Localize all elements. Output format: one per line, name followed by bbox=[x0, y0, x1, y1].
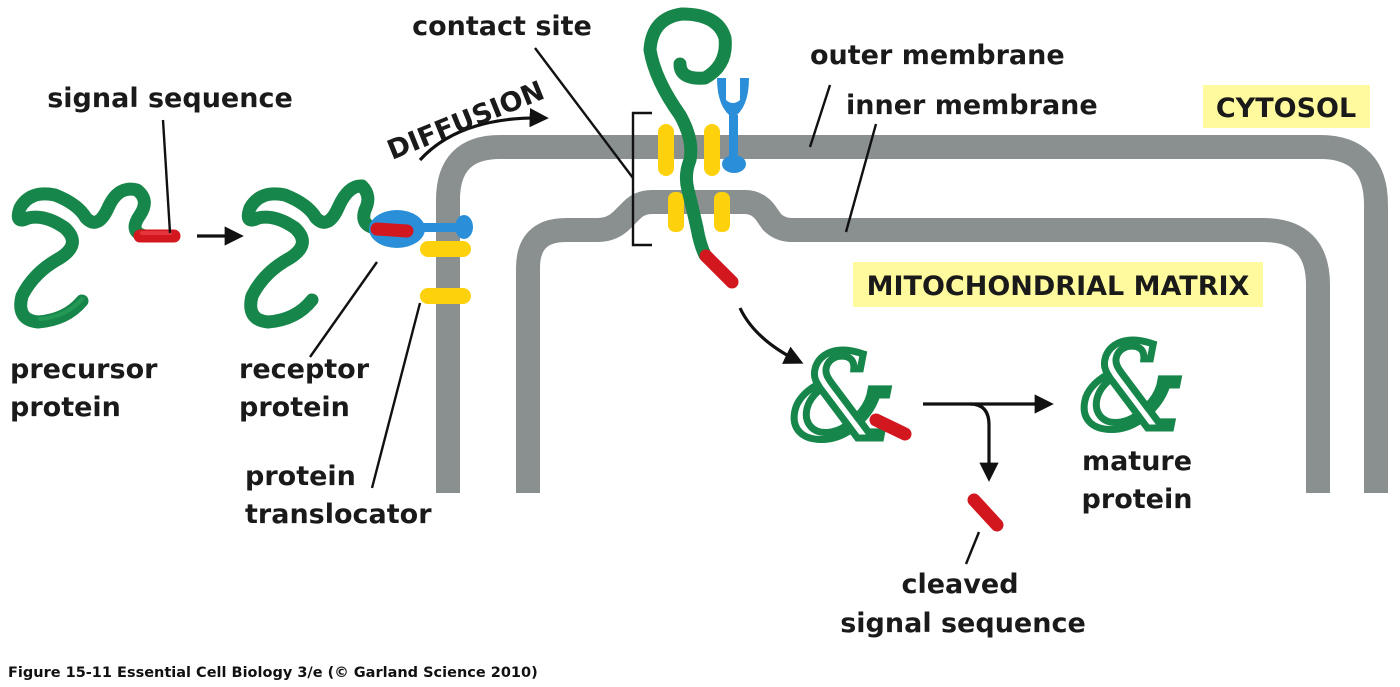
protein-translocator-label-2: translocator bbox=[245, 499, 432, 530]
mitochondrial-matrix-label: MITOCHONDRIAL MATRIX bbox=[867, 271, 1250, 302]
inner-membrane-leader bbox=[844, 123, 878, 233]
precursor-protein bbox=[11, 182, 181, 329]
cytosol-region-label: CYTOSOL bbox=[1203, 85, 1370, 128]
contact-site-leader bbox=[534, 47, 634, 179]
svg-text:&: & bbox=[789, 328, 894, 466]
receptor-protein-label-2: protein bbox=[239, 392, 350, 423]
cleaved-signal-sequence bbox=[967, 493, 1004, 532]
receptor-protein-contact bbox=[717, 78, 749, 173]
matrix-region-label: MITOCHONDRIAL MATRIX bbox=[853, 262, 1263, 307]
contact-site-bracket bbox=[631, 111, 652, 247]
signal-sequence-label: signal sequence bbox=[47, 83, 293, 114]
contact-site-label: contact site bbox=[412, 11, 592, 42]
inner-membrane bbox=[516, 190, 1330, 493]
mature-protein-label: mature bbox=[1082, 446, 1192, 477]
receptor-leader bbox=[309, 261, 378, 358]
precursor-protein-label-2: protein bbox=[10, 392, 121, 423]
mature-protein: & bbox=[1076, 315, 1188, 460]
outer-membrane-leader bbox=[808, 84, 832, 148]
receptor-bound-protein bbox=[241, 179, 473, 329]
contact-site-translocation bbox=[631, 7, 749, 289]
inner-membrane-label: inner membrane bbox=[846, 90, 1098, 121]
translocator-subunit bbox=[420, 241, 471, 257]
translocator-leader bbox=[370, 302, 422, 489]
cleaved-signal-label: cleaved bbox=[901, 569, 1018, 600]
precursor-protein-label: precursor bbox=[10, 354, 158, 385]
svg-text:&: & bbox=[1079, 318, 1184, 456]
protein-translocator-label: protein bbox=[245, 461, 356, 492]
receptor-protein-label: receptor bbox=[239, 354, 370, 385]
folded-protein-with-signal: & bbox=[786, 325, 912, 470]
cleaved-signal-leader bbox=[964, 531, 981, 565]
cleavage-arrow bbox=[923, 394, 1054, 482]
import-arrow bbox=[738, 307, 804, 364]
outer-membrane-label: outer membrane bbox=[810, 40, 1065, 71]
signal-sequence-leader bbox=[161, 119, 172, 234]
figure-caption: Figure 15-11 Essential Cell Biology 3/e … bbox=[8, 665, 538, 681]
mature-protein-label-2: protein bbox=[1082, 484, 1193, 515]
outer-membrane bbox=[436, 135, 1388, 493]
cleaved-signal-label-2: signal sequence bbox=[840, 608, 1086, 639]
cytosol-label: CYTOSOL bbox=[1216, 93, 1356, 124]
translocator-subunit bbox=[420, 288, 471, 304]
